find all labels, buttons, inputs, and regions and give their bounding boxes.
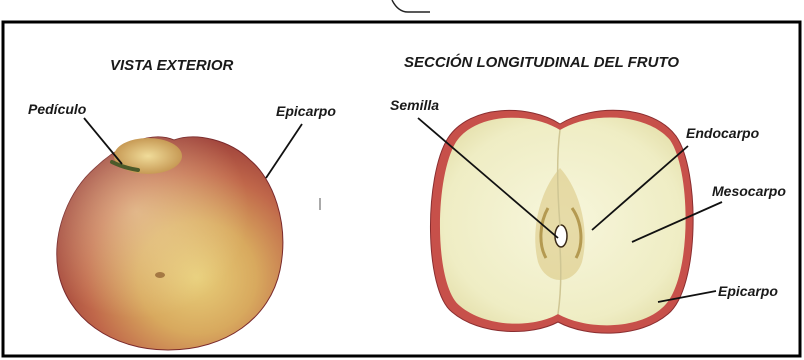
cropped-heading-fragment: [392, 0, 430, 12]
exterior-heading: VISTA EXTERIOR: [110, 57, 234, 74]
whole-apple-illustration: [57, 137, 283, 350]
exterior-skin-label: Epicarpo: [276, 103, 336, 119]
stem-leader-line: [84, 118, 122, 164]
exterior-skin-leader-line: [266, 124, 302, 178]
section-view: SECCIÓN LONGITUDINAL DEL FRUTO Semilla E…: [390, 53, 786, 333]
section-heading: SECCIÓN LONGITUDINAL DEL FRUTO: [404, 53, 679, 71]
seed-label: Semilla: [390, 97, 439, 113]
mesocarp-label: Mesocarpo: [712, 183, 786, 199]
apple-cross-section-illustration: [430, 110, 693, 333]
exterior-view: VISTA EXTERIOR Pedículo Epicarpo: [28, 57, 336, 350]
section-skin-label: Epicarpo: [718, 283, 778, 299]
endocarp-label: Endocarpo: [686, 125, 760, 141]
stem-label: Pedículo: [28, 101, 87, 117]
